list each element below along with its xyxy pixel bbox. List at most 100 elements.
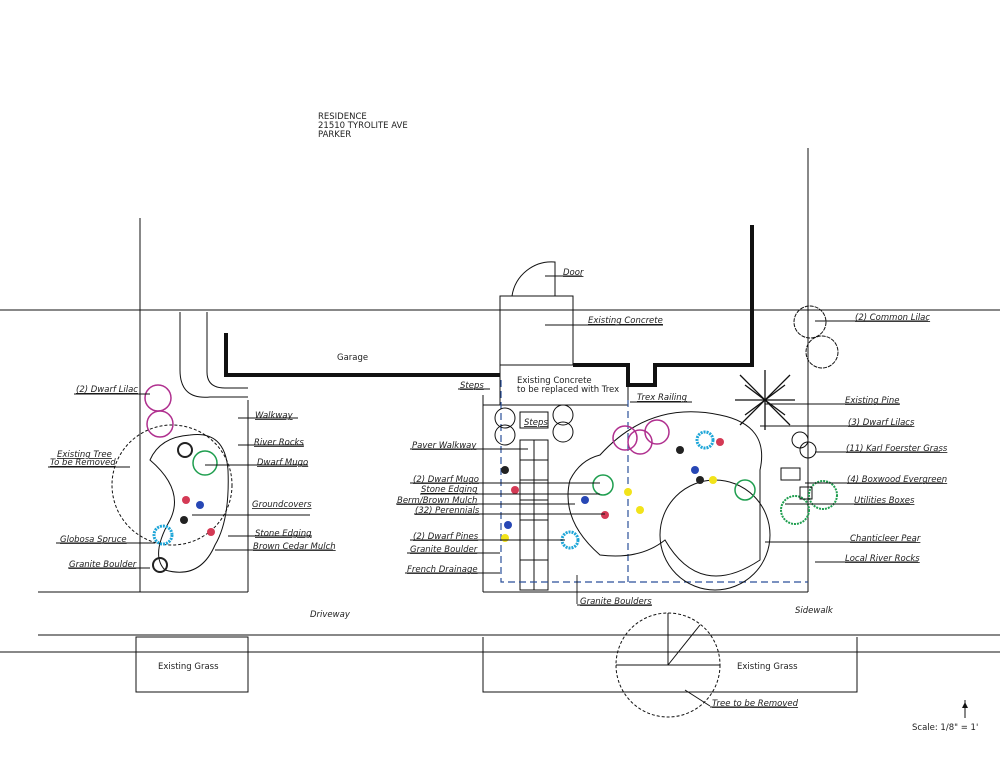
plan-mark — [501, 466, 509, 474]
label-perennials: (32) Perennials — [415, 506, 480, 516]
plan-mark — [511, 486, 519, 494]
leader-line — [684, 689, 711, 707]
plan-mark — [805, 335, 839, 369]
plan-mark — [691, 466, 699, 474]
label-steps-upper: Steps — [460, 381, 484, 391]
label-dwarf-pines: (2) Dwarf Pines — [413, 532, 479, 542]
title-address: 21510 TYROLITE AVE — [318, 121, 408, 131]
label-existing-pine: Existing Pine — [845, 396, 899, 406]
deck-label-1: Existing Concrete — [517, 376, 592, 386]
plan-mark — [808, 480, 838, 510]
title-residence: RESIDENCE — [318, 112, 367, 122]
plan-mark — [501, 534, 509, 542]
plan-mark — [192, 450, 218, 476]
plan-mark — [962, 702, 968, 708]
existing-grass-right — [482, 637, 858, 693]
driveway-label: Driveway — [310, 610, 351, 620]
deck-label-2: to be replaced with Trex — [517, 385, 619, 395]
plan-mark — [152, 557, 168, 573]
leader-line — [667, 624, 701, 666]
grass-right-label: Existing Grass — [737, 662, 798, 672]
label-granite-boulder: Granite Boulder — [69, 560, 137, 570]
plan-mark — [519, 411, 549, 429]
plan-mark — [612, 425, 638, 451]
plan-mark — [799, 441, 817, 459]
plant-symbols — [144, 305, 839, 718]
plan-mark — [592, 474, 614, 496]
label-berm-mulch: Berm/Brown Mulch — [397, 496, 477, 506]
label-common-lilac: (2) Common Lilac — [855, 313, 930, 323]
plan-mark — [791, 431, 809, 449]
plan-mark — [601, 511, 609, 519]
plan-mark — [144, 384, 172, 412]
plan-mark — [793, 305, 827, 339]
label-granite-boulders: Granite Boulders — [580, 597, 652, 607]
label-dwarf-mugo: Dwarf Mugo — [257, 458, 308, 468]
left-callouts: (2) Dwarf Lilac Walkway River Rocks Exis… — [48, 385, 336, 570]
leader-line — [744, 384, 786, 416]
plan-mark — [709, 476, 717, 484]
plan-mark — [573, 225, 754, 387]
door-swing — [511, 261, 556, 297]
plan-mark — [734, 479, 756, 501]
label-granite-boulder-r: Granite Boulder — [410, 545, 478, 555]
label-chanticleer: Chanticleer Pear — [850, 534, 921, 544]
label-river-rocks-r: Local River Rocks — [845, 554, 920, 564]
plan-mark — [499, 295, 574, 366]
right-planting-bed — [567, 411, 763, 577]
grass-left-label: Existing Grass — [158, 662, 219, 672]
label-dwarf-lilacs: (3) Dwarf Lilacs — [848, 418, 915, 428]
plan-mark — [152, 524, 174, 546]
plan-mark — [494, 424, 516, 446]
house-outline — [224, 225, 754, 406]
french-drainage-line — [500, 380, 808, 583]
paver-walkway — [519, 411, 549, 591]
plan-mark — [504, 521, 512, 529]
plan-mark — [780, 495, 810, 525]
label-walkway: Walkway — [255, 411, 294, 421]
label-existing-concrete: Existing Concrete — [588, 316, 663, 326]
label-dwarf-mugo-r: (2) Dwarf Mugo — [413, 475, 479, 485]
plan-mark — [552, 404, 574, 426]
label-existing-tree: Existing Tree — [57, 450, 112, 460]
plan-mark — [799, 486, 813, 500]
sidewalk-label: Sidewalk — [795, 606, 834, 616]
label-boxwood: (4) Boxwood Evergreen — [847, 475, 947, 485]
plan-mark — [780, 467, 801, 481]
plan-mark — [581, 496, 589, 504]
label-groundcovers: Groundcovers — [252, 500, 312, 510]
label-trex-railing: Trex Railing — [637, 393, 688, 403]
label-to-be-removed: To be Removed — [50, 458, 116, 468]
plan-mark — [182, 496, 190, 504]
label-steps-lower: Steps — [524, 418, 548, 428]
plan-mark — [206, 312, 248, 389]
label-tree-removed: Tree to be Removed — [712, 699, 799, 709]
plan-mark — [180, 516, 188, 524]
plan-mark — [627, 429, 653, 455]
right-callouts: Door Existing Concrete (2) Common Lilac … — [396, 268, 948, 709]
label-globosa-spruce: Globosa Spruce — [60, 535, 127, 545]
label-cedar-mulch: Brown Cedar Mulch — [253, 542, 336, 552]
plan-mark — [196, 501, 204, 509]
plan-mark — [695, 430, 715, 450]
plan-mark — [552, 421, 574, 443]
label-dwarf-lilac: (2) Dwarf Lilac — [76, 385, 138, 395]
plan-mark — [716, 438, 724, 446]
garage-label: Garage — [337, 353, 368, 363]
scale-label: Scale: 1/8" = 1' — [912, 723, 978, 733]
existing-tree-to-remove — [111, 424, 233, 546]
label-french-drainage: French Drainage — [407, 565, 478, 575]
plan-mark — [676, 446, 684, 454]
label-paver-walkway: Paver Walkway — [412, 441, 477, 451]
plan-mark — [207, 528, 215, 536]
plan-mark — [494, 407, 516, 429]
label-river-rocks: River Rocks — [254, 438, 304, 448]
plan-mark — [644, 419, 670, 445]
plan-mark — [224, 333, 500, 377]
plan-mark — [177, 442, 193, 458]
label-stone-edging-r: Stone Edging — [421, 485, 478, 495]
north-arrow-icon — [962, 700, 968, 718]
title-city: PARKER — [318, 130, 351, 140]
label-door: Door — [563, 268, 584, 278]
